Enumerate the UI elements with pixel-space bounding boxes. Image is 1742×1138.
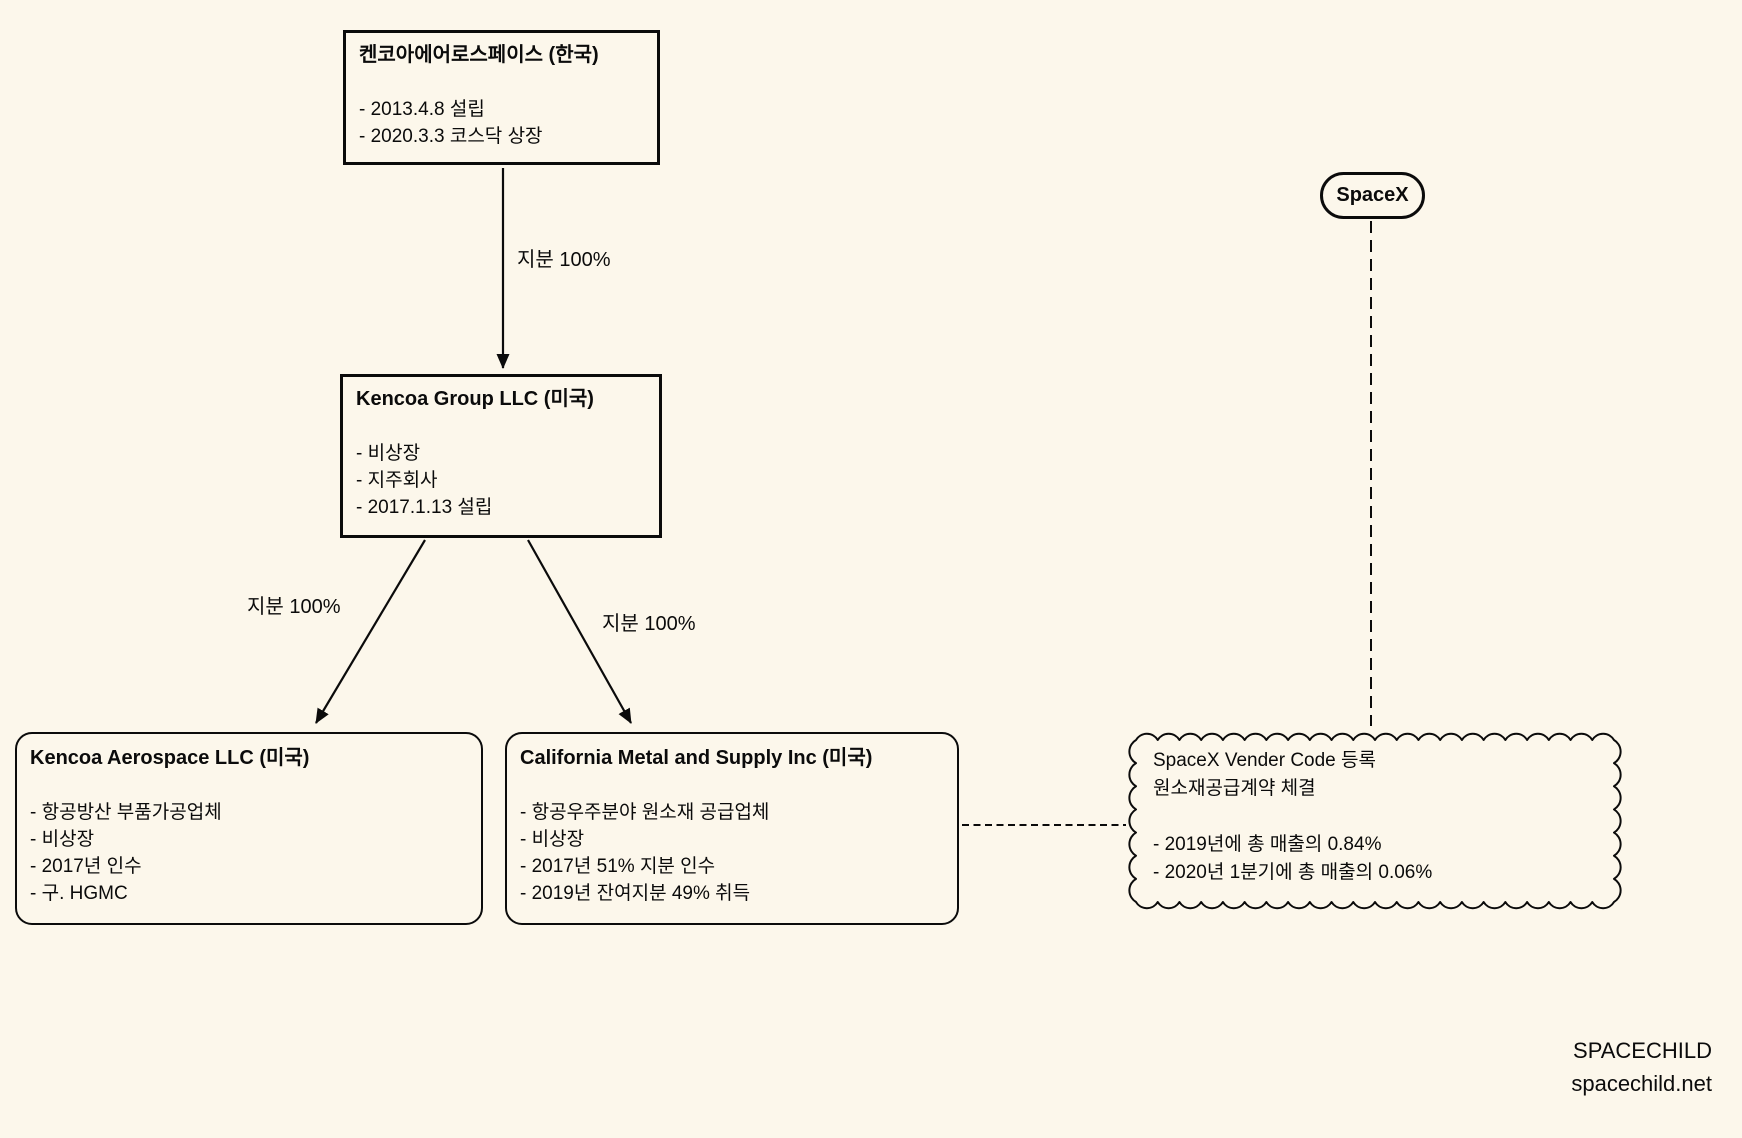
note-line: SpaceX Vender Code 등록 bbox=[1153, 750, 1376, 771]
node-detail: - 2017년 51% 지분 인수 bbox=[520, 856, 716, 877]
node-detail: - 비상장 bbox=[30, 829, 95, 850]
note-line: - 2020년 1분기에 총 매출의 0.06% bbox=[1153, 862, 1433, 883]
node-kencoa-group: Kencoa Group LLC (미국) - 비상장 - 지주회사 - 201… bbox=[340, 374, 662, 538]
credit-url: spacechild.net bbox=[1571, 1071, 1712, 1096]
edge-label-group-to-aero: 지분 100% bbox=[247, 596, 341, 618]
node-detail: - 비상장 bbox=[356, 443, 421, 464]
spacer bbox=[30, 772, 468, 799]
credit: SPACECHILD spacechild.net bbox=[1571, 1034, 1712, 1100]
node-detail: - 2020.3.3 코스닥 상장 bbox=[359, 126, 543, 147]
note-line: - 2019년에 총 매출의 0.84% bbox=[1153, 834, 1382, 855]
node-california-metal-title: California Metal and Supply Inc (미국) bbox=[520, 747, 873, 769]
spacer bbox=[356, 413, 646, 440]
node-kencoa-group-title: Kencoa Group LLC (미국) bbox=[356, 388, 594, 410]
spacer bbox=[520, 772, 944, 799]
node-spacex-label: SpaceX bbox=[1336, 184, 1409, 206]
node-detail: - 2013.4.8 설립 bbox=[359, 99, 485, 120]
node-detail: - 지주회사 bbox=[356, 470, 438, 491]
credit-name: SPACECHILD bbox=[1573, 1038, 1712, 1063]
node-kencoa-aerospace-llc-title: Kencoa Aerospace LLC (미국) bbox=[30, 747, 310, 769]
node-detail: - 구. HGMC bbox=[30, 883, 128, 904]
spacer bbox=[1153, 803, 1432, 831]
note-line: 원소재공급계약 체결 bbox=[1153, 778, 1316, 799]
node-spacex: SpaceX bbox=[1320, 172, 1425, 219]
node-kencoa-aerospace-kr-title: 켄코아에어로스페이스 (한국) bbox=[359, 44, 599, 66]
node-detail: - 비상장 bbox=[520, 829, 585, 850]
node-detail: - 2017.1.13 설립 bbox=[356, 497, 493, 518]
node-kencoa-aerospace-llc: Kencoa Aerospace LLC (미국) - 항공방산 부품가공업체 … bbox=[15, 732, 483, 925]
edge-label-kr-to-group: 지분 100% bbox=[517, 249, 611, 271]
node-detail: - 항공방산 부품가공업체 bbox=[30, 802, 222, 823]
node-detail: - 2017년 인수 bbox=[30, 856, 142, 877]
spacer bbox=[359, 69, 644, 96]
edge-label-group-to-cal: 지분 100% bbox=[602, 613, 696, 635]
node-detail: - 2019년 잔여지분 49% 취득 bbox=[520, 883, 751, 904]
node-kencoa-aerospace-kr: 켄코아에어로스페이스 (한국) - 2013.4.8 설립 - 2020.3.3… bbox=[343, 30, 660, 165]
edge-group-to-aero bbox=[315, 539, 426, 724]
node-california-metal: California Metal and Supply Inc (미국) - 항… bbox=[505, 732, 959, 925]
spacex-note: SpaceX Vender Code 등록 원소재공급계약 체결 - 2019년… bbox=[1153, 747, 1432, 887]
node-detail: - 항공우주분야 원소재 공급업체 bbox=[520, 802, 770, 823]
